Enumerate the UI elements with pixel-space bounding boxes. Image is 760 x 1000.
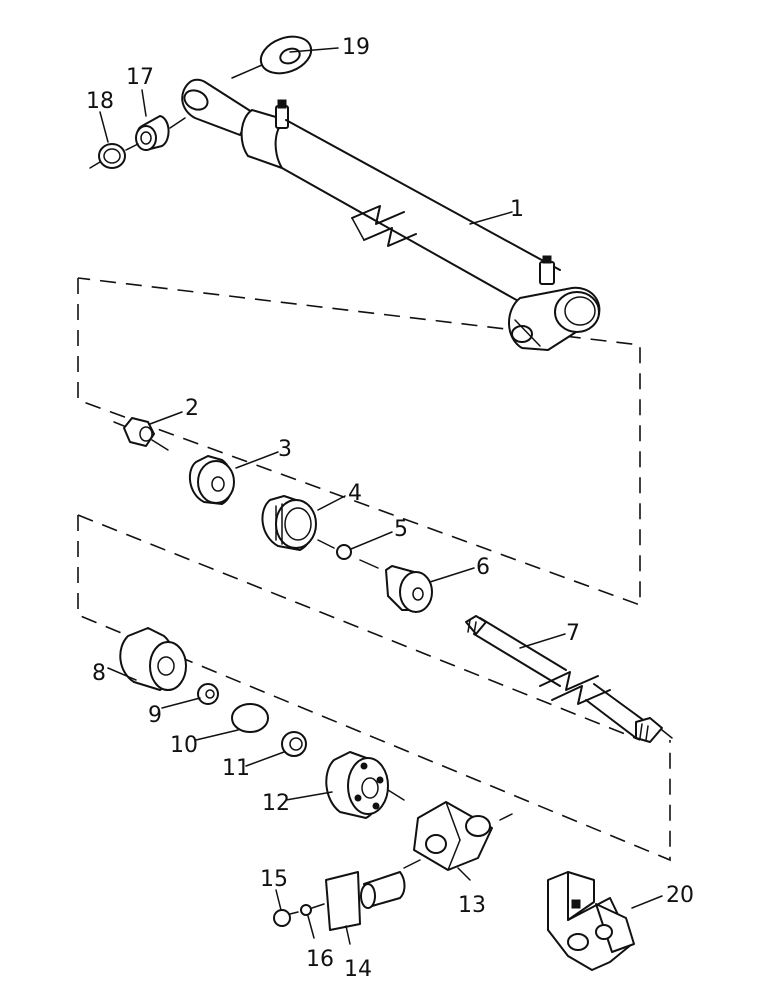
o-ring-5 bbox=[336, 544, 352, 560]
washer-16 bbox=[300, 903, 325, 916]
seal-guide-4 bbox=[261, 495, 335, 551]
label-part-2: 2 bbox=[185, 396, 199, 421]
dashed-group-outline-upper bbox=[77, 277, 641, 607]
clevis-13 bbox=[413, 801, 513, 871]
label-part-7: 7 bbox=[566, 621, 580, 646]
end-piston-8 bbox=[119, 627, 187, 691]
cylinder-barrel bbox=[181, 78, 601, 351]
bushing-17 bbox=[135, 115, 186, 151]
leader-lines bbox=[99, 47, 663, 945]
piston-3 bbox=[188, 455, 235, 505]
screw-15 bbox=[273, 909, 299, 927]
label-part-1: 1 bbox=[510, 197, 524, 222]
label-part-17: 17 bbox=[126, 65, 154, 90]
label-part-8: 8 bbox=[92, 661, 106, 686]
label-part-18: 18 bbox=[86, 89, 114, 114]
piston-rod-7 bbox=[465, 615, 673, 743]
yoke-20 bbox=[547, 871, 635, 971]
gland-6 bbox=[359, 559, 433, 613]
label-part-19: 19 bbox=[342, 35, 370, 60]
pin-14 bbox=[325, 859, 421, 931]
dashed-group-outline-lower bbox=[77, 514, 671, 862]
part-labels: 1 2 3 4 5 6 7 8 9 10 11 12 13 14 15 16 1… bbox=[86, 35, 694, 982]
label-part-20: 20 bbox=[666, 883, 694, 908]
label-part-14: 14 bbox=[344, 957, 372, 982]
label-part-15: 15 bbox=[260, 867, 288, 892]
label-part-16: 16 bbox=[306, 947, 334, 972]
circlip-18 bbox=[89, 143, 139, 169]
label-part-4: 4 bbox=[348, 481, 362, 506]
nut-9 bbox=[197, 683, 219, 705]
flange-12 bbox=[325, 751, 405, 819]
o-ring-10 bbox=[231, 703, 269, 733]
label-part-3: 3 bbox=[278, 437, 292, 462]
washer-19 bbox=[231, 35, 313, 79]
label-part-11: 11 bbox=[222, 756, 250, 781]
bushing-11 bbox=[281, 731, 307, 757]
label-part-9: 9 bbox=[148, 703, 162, 728]
nut-2 bbox=[113, 417, 169, 451]
label-part-10: 10 bbox=[170, 733, 198, 758]
label-part-5: 5 bbox=[394, 517, 408, 542]
label-part-12: 12 bbox=[262, 791, 290, 816]
label-part-13: 13 bbox=[458, 893, 486, 918]
label-part-6: 6 bbox=[476, 555, 490, 580]
